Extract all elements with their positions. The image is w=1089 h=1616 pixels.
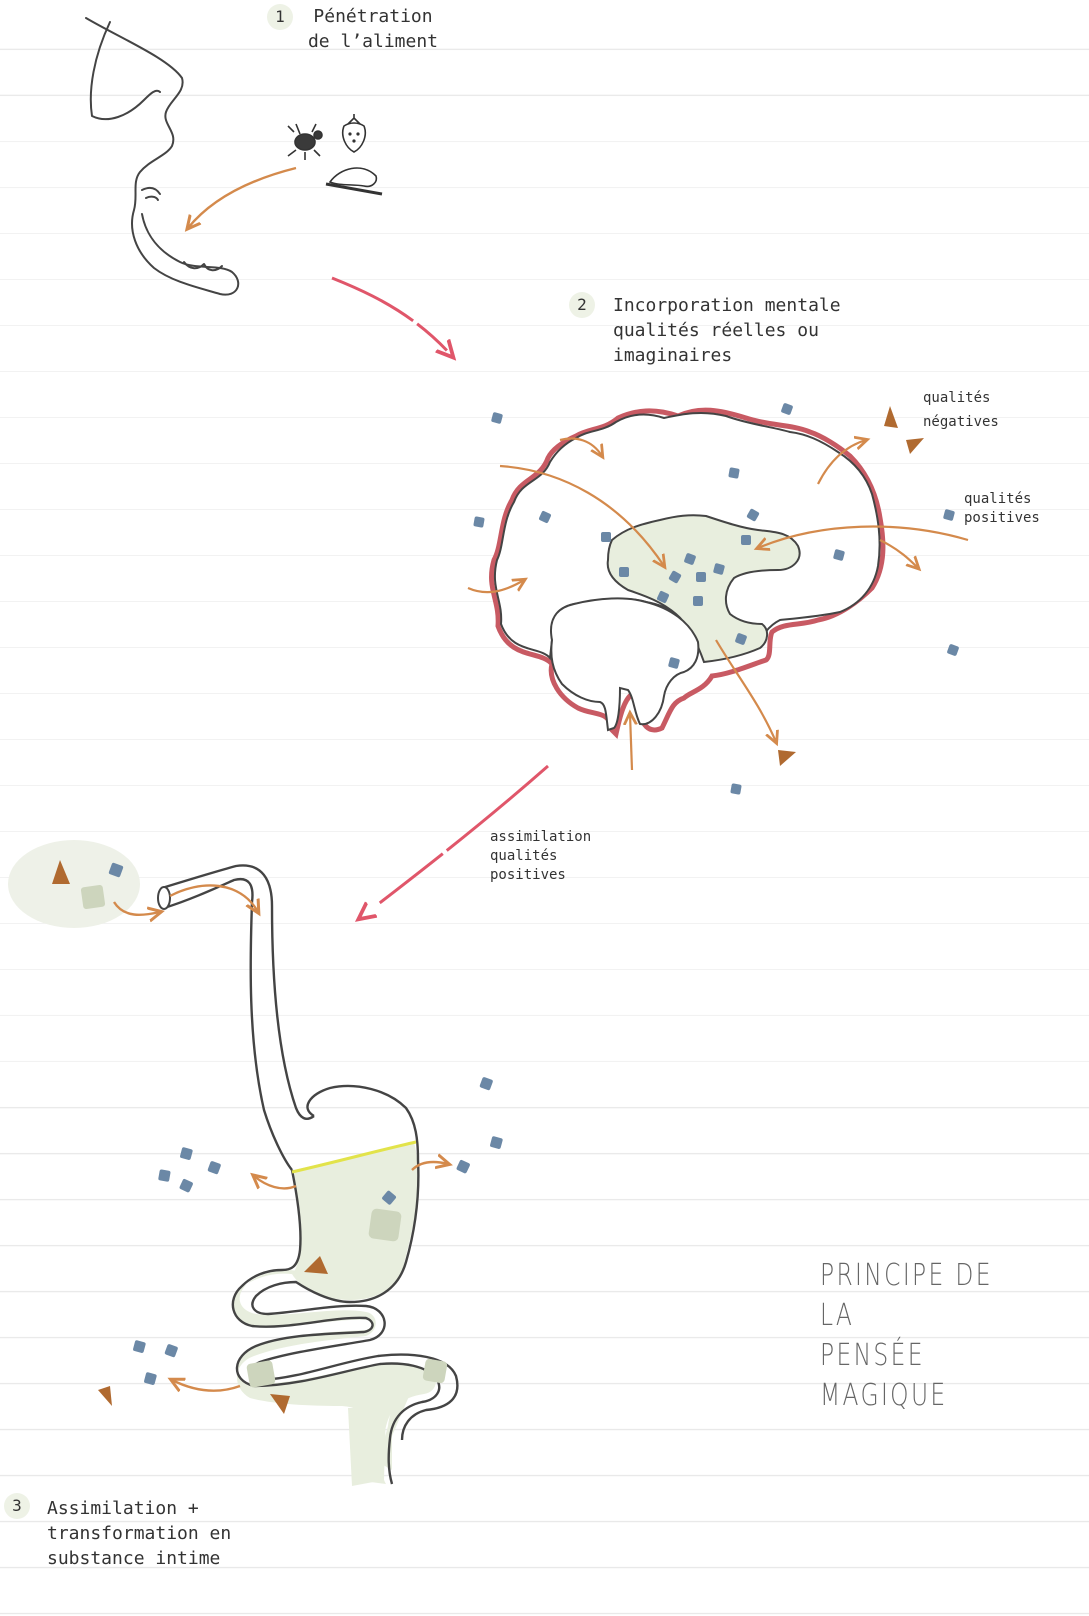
esophagus-inner (162, 865, 314, 1118)
strawberry-icon (343, 114, 366, 152)
nose-line (91, 22, 160, 119)
step-2-label: Incorporation mentale qualités réelles o… (613, 293, 841, 368)
food-cloud (8, 840, 140, 928)
step-3-number: 3 (4, 1493, 30, 1519)
page-title: PRINCIPE DE LA PENSÉE MAGIQUE (820, 1256, 1030, 1416)
brain (492, 410, 883, 734)
lower-teeth (184, 262, 222, 270)
step-3-label: Assimilation + transformation en substan… (47, 1496, 231, 1571)
negative-qualities-label: qualités négatives (923, 386, 999, 434)
step-1-label: Pénétration de l’aliment (298, 4, 448, 54)
digestive-tract (158, 865, 457, 1486)
bread-icon (326, 168, 382, 194)
food-items (288, 114, 382, 194)
upper-teeth (142, 188, 160, 200)
arrow-right-out (880, 540, 918, 568)
positive-qualities-label: qualités positives (964, 490, 1040, 528)
step-1-number: 1 (267, 4, 293, 30)
esophagus-opening (158, 887, 170, 909)
step1-to-step2-arrow (332, 278, 452, 356)
food-to-mouth-arrow (188, 168, 296, 228)
food-chunk-green (81, 885, 106, 910)
face-outline (86, 18, 238, 295)
arrow-bottom-in (630, 714, 632, 770)
face-profile (86, 18, 238, 295)
assimilation-label: assimilation qualités positives (490, 828, 591, 885)
step-2-number: 2 (569, 292, 595, 318)
bug-icon (288, 124, 322, 160)
colon-end (348, 1408, 386, 1486)
